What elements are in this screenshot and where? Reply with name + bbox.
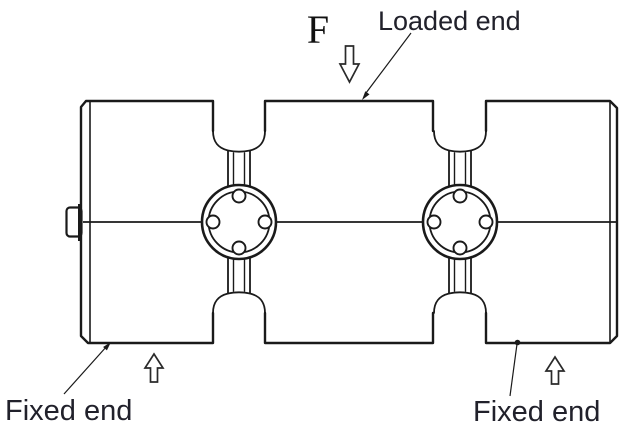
right-block: [484, 99, 619, 345]
connector-body: [65, 206, 83, 238]
loaded-end-label: Loaded end: [378, 6, 521, 36]
fixed-end-left-arrowhead-icon: [103, 342, 111, 351]
hollow-up-arrow-icon-left: [143, 352, 165, 383]
hollow-up-arrow-icon-right: [544, 355, 566, 385]
right-neck-boss: [421, 129, 499, 315]
fixed-end-right-dot-icon: [514, 339, 521, 346]
fixed-end-left-label: Fixed end: [5, 395, 132, 427]
fixed-end-right-label: Fixed end: [473, 396, 600, 428]
cable-connector: [65, 204, 83, 241]
loaded-end-leader-line: [365, 32, 412, 94]
fixed-end-left-leader-line: [63, 345, 108, 395]
loaded-end-leader: [362, 32, 412, 100]
left-neck-boss: [200, 129, 278, 315]
force-label: F: [307, 7, 329, 52]
loaded-end-arrowhead-icon: [362, 91, 370, 100]
hollow-down-arrow-icon: [338, 45, 361, 84]
fixed-end-right-leader: [509, 339, 521, 397]
fixed-end-left-leader: [63, 342, 111, 395]
center-block-outline: [263, 99, 435, 345]
center-block: [263, 99, 435, 345]
right-block-outline: [484, 99, 619, 345]
fixed-end-right-leader-line: [509, 343, 518, 397]
